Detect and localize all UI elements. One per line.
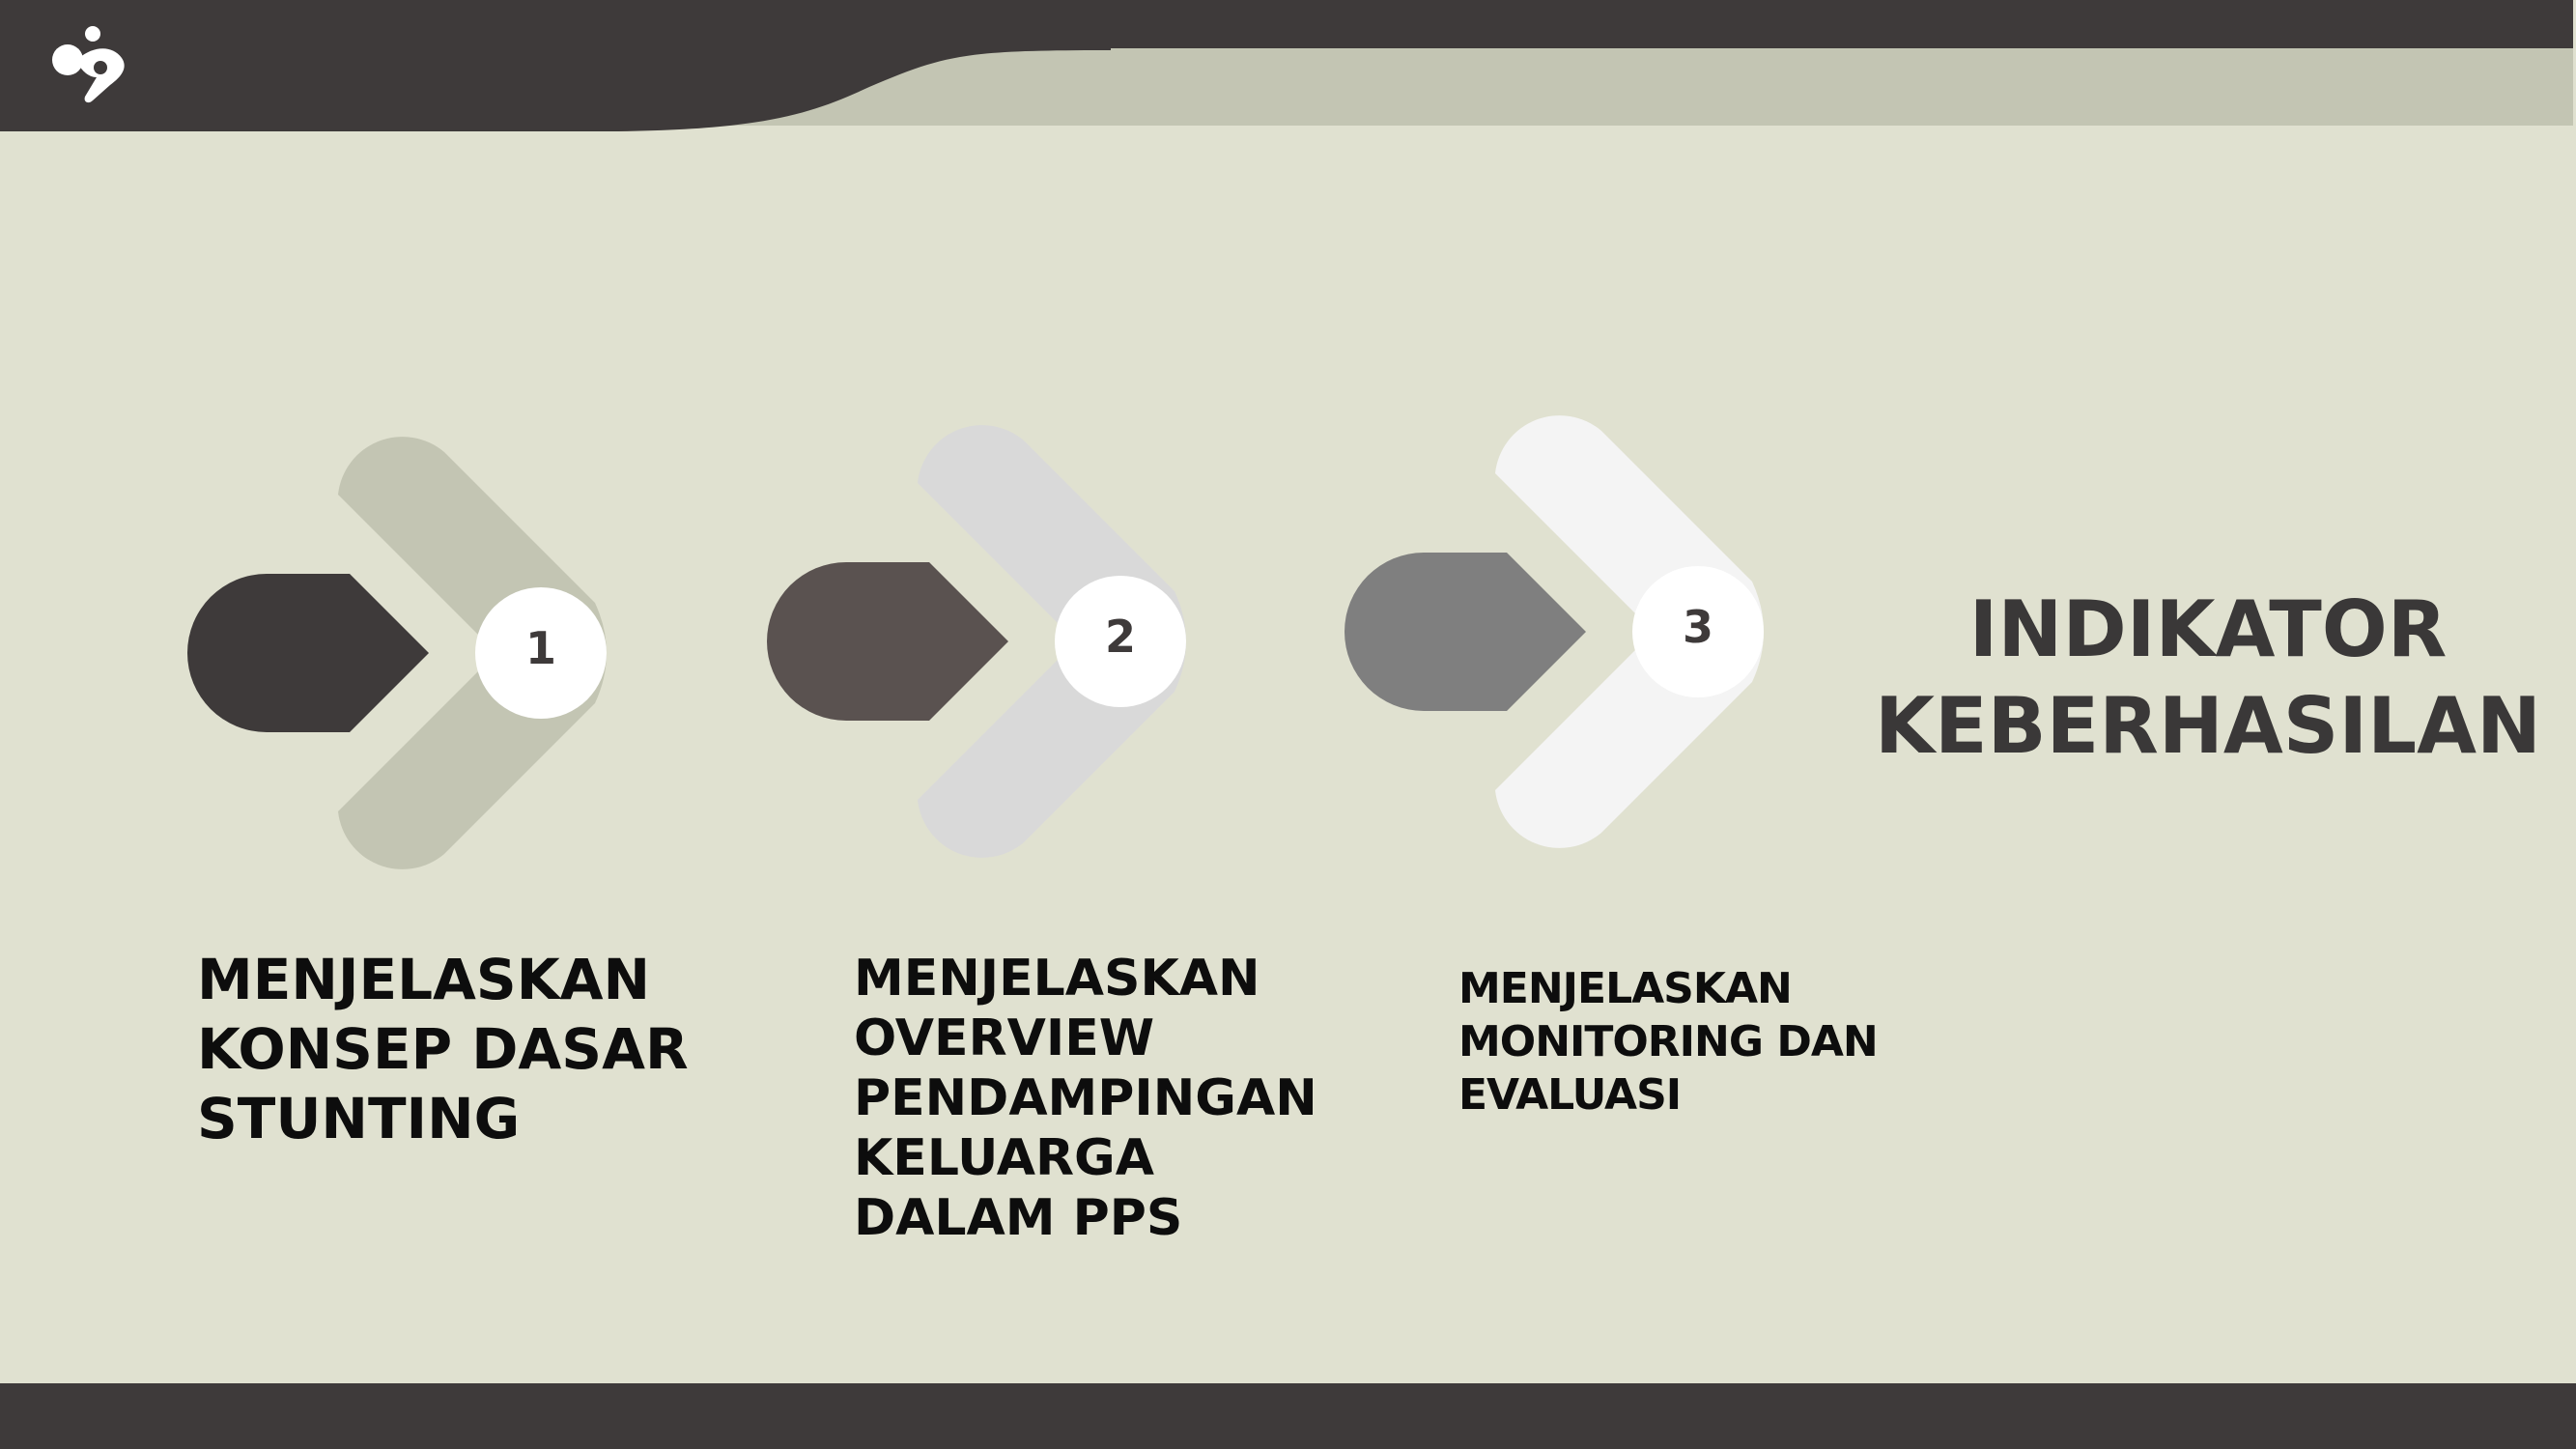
step-1-line: KONSEP DASAR bbox=[197, 1016, 689, 1082]
step-2-line: PENDAMPINGAN bbox=[854, 1069, 1317, 1127]
step-1-number: 1 bbox=[524, 622, 556, 674]
step-2-line: MENJELASKAN bbox=[854, 950, 1260, 1008]
step-1-line: STUNTING bbox=[197, 1086, 521, 1151]
step-3: 3 bbox=[1345, 404, 1791, 867]
brand-logo-icon bbox=[52, 26, 125, 103]
step-3-chevron-graphic bbox=[1345, 415, 1764, 848]
step-1-number-circle bbox=[475, 587, 607, 719]
step-2-description: MENJELASKAN OVERVIEW PENDAMPINGAN KELUAR… bbox=[854, 949, 1317, 1248]
slide-title: INDIKATOR KEBERHASILAN bbox=[1822, 582, 2576, 775]
step-1-description: MENJELASKAN KONSEP DASAR STUNTING bbox=[197, 945, 689, 1153]
step-3-number: 3 bbox=[1682, 601, 1713, 653]
step-3-line: EVALUASI bbox=[1458, 1070, 1682, 1120]
slide-title-line-2: KEBERHASILAN bbox=[1875, 681, 2541, 771]
step-2-line: DALAM PPS bbox=[854, 1189, 1183, 1247]
step-2-line: KELUARGA bbox=[854, 1129, 1154, 1187]
step-3-number-circle bbox=[1632, 566, 1764, 697]
step-1-chevron-graphic bbox=[187, 437, 607, 869]
step-2-tab bbox=[767, 562, 1008, 721]
slide-title-line-1: INDIKATOR bbox=[1968, 584, 2448, 674]
step-3-description: MENJELASKAN MONITORING DAN EVALUASI bbox=[1458, 962, 1879, 1122]
step-2-chevron bbox=[918, 425, 1186, 858]
step-2: 2 bbox=[767, 413, 1213, 877]
step-3-line: MONITORING DAN bbox=[1458, 1017, 1879, 1066]
step-3-chevron bbox=[1495, 415, 1764, 848]
step-3-tab bbox=[1345, 553, 1586, 711]
step-1: 1 bbox=[187, 425, 634, 889]
step-1-chevron bbox=[338, 437, 607, 869]
step-2-chevron-graphic bbox=[767, 425, 1186, 858]
header-band bbox=[0, 0, 2576, 135]
step-3-line: MENJELASKAN bbox=[1458, 964, 1793, 1013]
footer-band bbox=[0, 1383, 2576, 1449]
step-2-number: 2 bbox=[1104, 611, 1136, 663]
step-2-number-circle bbox=[1055, 576, 1186, 707]
step-1-tab bbox=[187, 574, 429, 732]
step-1-line: MENJELASKAN bbox=[197, 947, 651, 1012]
step-2-line: OVERVIEW bbox=[854, 1009, 1155, 1067]
